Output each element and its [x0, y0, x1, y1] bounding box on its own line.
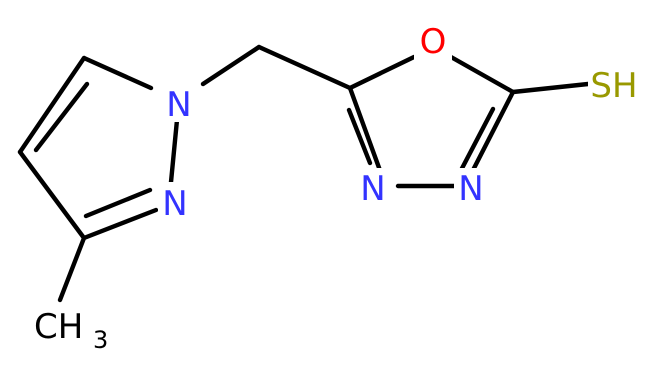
atom-sh: SH — [590, 66, 637, 106]
bond-c4-c3 — [17, 149, 87, 241]
atom-n1: N — [166, 85, 191, 125]
bond-c5-n4-inner — [455, 106, 496, 179]
bond-c5-n4 — [467, 89, 516, 179]
bond-n3-c2-inner — [346, 107, 373, 166]
atom-n3: N — [360, 169, 385, 209]
label-bg-n4 — [454, 168, 488, 208]
label-bg-n3 — [356, 168, 390, 208]
bond-n2-n1 — [168, 117, 180, 185]
bond-c3-ch3 — [57, 235, 87, 303]
atom-methyl: CH 3 — [34, 307, 108, 354]
bond-c3-n2 — [81, 207, 159, 241]
label-bg-n2 — [158, 182, 192, 222]
bond-c2-o — [347, 54, 417, 91]
bonds — [17, 44, 591, 303]
atom-n2: N — [162, 184, 187, 224]
bond-c3-n2-inner — [83, 187, 153, 219]
bond-c5-c4-inner — [33, 81, 90, 153]
bond-ch2-c — [256, 44, 353, 91]
label-bg-sh — [588, 64, 640, 104]
atom-ch3-subscript: 3 — [93, 326, 108, 354]
atom-labels: N N O N N SH CH 3 — [34, 20, 640, 354]
bond-c5-sh — [510, 81, 591, 95]
atom-ch3-main: CH — [34, 307, 83, 347]
atom-n4: N — [458, 169, 483, 209]
label-bg-o — [414, 20, 452, 60]
bond-c5-c4 — [17, 55, 87, 155]
bond-n1-c5 — [81, 55, 154, 91]
atom-o: O — [420, 22, 447, 62]
bond-n3-c2 — [347, 85, 385, 179]
bond-n1-ch2 — [200, 44, 262, 87]
bond-o-c5 — [448, 54, 516, 95]
label-bg-n1 — [162, 82, 196, 122]
